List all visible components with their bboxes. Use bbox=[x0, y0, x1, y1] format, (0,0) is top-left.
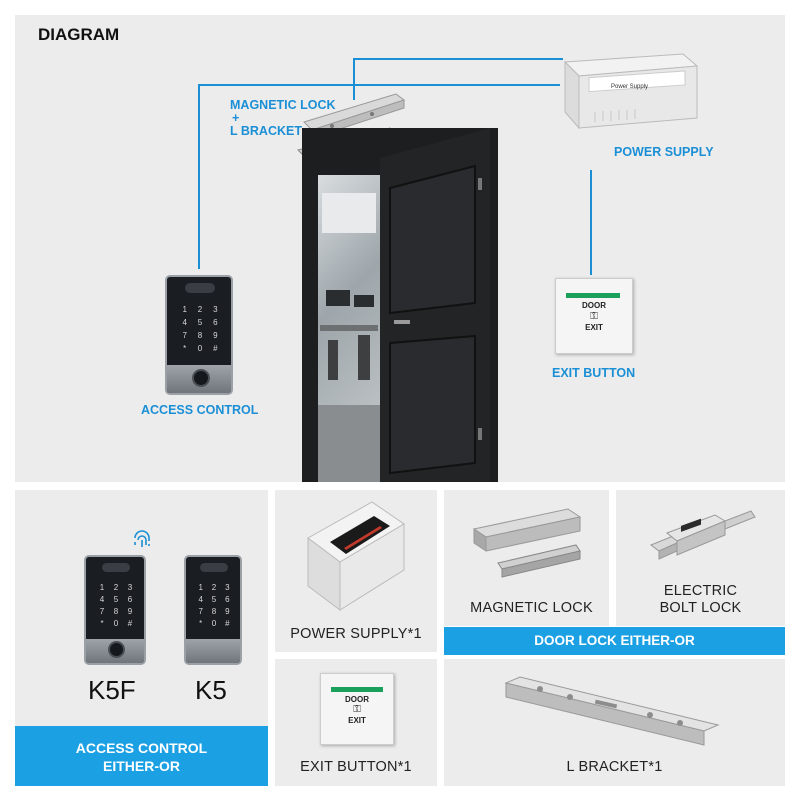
wire-ac-psu bbox=[198, 84, 560, 86]
electric-bolt-product-image bbox=[649, 510, 756, 560]
caption-exit-button: EXIT BUTTON*1 bbox=[300, 759, 412, 775]
wire-maglock-psu bbox=[353, 58, 563, 60]
diagram-title: DIAGRAM bbox=[38, 25, 120, 44]
caption-l-bracket: L BRACKET*1 bbox=[566, 759, 663, 775]
label-power-supply: POWER SUPPLY bbox=[614, 145, 714, 159]
exit-plate-exit: EXIT bbox=[585, 323, 603, 332]
fingerprint-sensor bbox=[192, 369, 210, 387]
office-interior bbox=[318, 193, 380, 482]
wire-maglock-up bbox=[353, 58, 355, 100]
key-icon: ⚿ bbox=[353, 704, 361, 715]
caption-electric-bolt: ELECTRIC BOLT LOCK bbox=[616, 583, 785, 617]
label-access-control: ACCESS CONTROL bbox=[141, 403, 259, 417]
model-k5f: K5F bbox=[88, 675, 136, 705]
wire-exit-psu bbox=[590, 170, 592, 275]
power-supply-product-image bbox=[307, 501, 405, 611]
camera-icon bbox=[185, 283, 215, 293]
wire-access-control bbox=[198, 84, 200, 269]
exit-button-image: DOOR ⚿ EXIT bbox=[555, 278, 633, 354]
exit-button-product-image: DOOR ⚿ EXIT bbox=[320, 673, 394, 745]
exit-plate-door: DOOR bbox=[345, 695, 369, 704]
label-l-bracket: L BRACKET bbox=[230, 124, 302, 138]
camera-icon bbox=[200, 563, 228, 572]
caption-magnetic-lock: MAGNETIC LOCK bbox=[470, 600, 593, 616]
banner-line-1: ACCESS CONTROL bbox=[75, 740, 208, 756]
label-magnetic-lock: MAGNETIC LOCK bbox=[230, 98, 336, 112]
exit-plate-exit: EXIT bbox=[348, 716, 366, 725]
banner-line-2: EITHER-OR bbox=[103, 758, 180, 774]
label-exit-button: EXIT BUTTON bbox=[552, 366, 636, 380]
label-plus: + bbox=[232, 111, 240, 125]
caption-electric-bolt-l1: ELECTRIC bbox=[663, 583, 738, 599]
door-lock-banner: DOOR LOCK EITHER-OR bbox=[444, 627, 785, 655]
magnetic-lock-product-image bbox=[472, 508, 582, 578]
access-control-banner: ACCESS CONTROL EITHER-OR bbox=[15, 726, 268, 786]
door-leaf bbox=[380, 128, 490, 482]
power-supply-image: Power Supply bbox=[563, 53, 699, 130]
camera-icon bbox=[102, 563, 130, 572]
model-k5: K5 bbox=[195, 675, 227, 705]
electric-bolt-cell bbox=[616, 490, 785, 626]
fingerprint-sensor bbox=[108, 641, 125, 658]
l-bracket-product-image bbox=[504, 676, 720, 746]
psu-text: Power Supply bbox=[611, 84, 648, 90]
key-icon: ⚿ bbox=[590, 311, 598, 322]
caption-electric-bolt-l2: BOLT LOCK bbox=[659, 600, 742, 616]
caption-power-supply: POWER SUPPLY*1 bbox=[290, 626, 422, 642]
fingerprint-icon bbox=[134, 530, 150, 547]
exit-plate-door: DOOR bbox=[582, 301, 606, 310]
